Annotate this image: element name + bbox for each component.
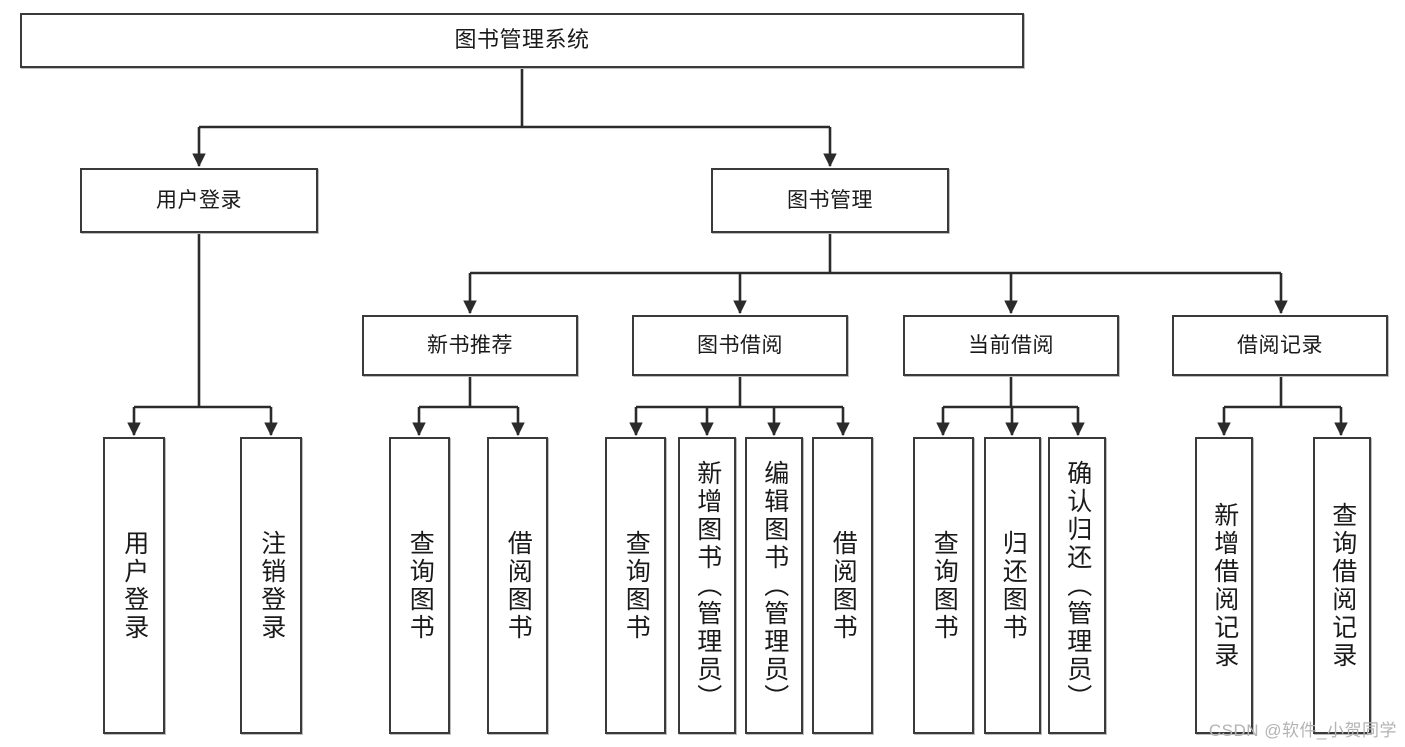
node-label: 借阅图书	[829, 529, 858, 642]
node-label: 借阅图书	[504, 529, 533, 642]
node-leaf-borrow-book-borrow[interactable]: 借阅图书	[812, 437, 873, 734]
node-new-book-recommend[interactable]: 新书推荐	[362, 315, 578, 376]
node-leaf-confirm-return-admin[interactable]: 确认归还（管理员）	[1048, 437, 1106, 734]
node-label: 用户登录	[120, 529, 149, 642]
node-label: 新增借阅记录	[1210, 501, 1239, 670]
node-leaf-edit-book-admin[interactable]: 编辑图书（管理员）	[745, 437, 803, 734]
node-leaf-logout-login[interactable]: 注销登录	[240, 437, 302, 734]
node-label: 注销登录	[257, 529, 286, 642]
node-leaf-query-book-borrow[interactable]: 查询图书	[605, 437, 666, 734]
node-label: 图书管理	[787, 188, 873, 212]
node-borrow-record[interactable]: 借阅记录	[1172, 315, 1388, 376]
node-label: 查询图书	[930, 529, 959, 642]
node-label: 新增图书（管理员）	[693, 459, 722, 712]
node-leaf-return-book[interactable]: 归还图书	[984, 437, 1041, 734]
node-leaf-user-login[interactable]: 用户登录	[103, 437, 165, 734]
node-label: 用户登录	[156, 188, 242, 212]
node-user-login[interactable]: 用户登录	[80, 168, 318, 233]
node-leaf-query-borrow-record[interactable]: 查询借阅记录	[1313, 437, 1371, 734]
node-label: 查询图书	[406, 529, 435, 642]
node-label: 图书借阅	[697, 333, 783, 357]
node-leaf-query-book-recommend[interactable]: 查询图书	[389, 437, 450, 734]
node-leaf-add-borrow-record[interactable]: 新增借阅记录	[1195, 437, 1253, 734]
node-current-borrow[interactable]: 当前借阅	[903, 315, 1119, 376]
node-label: 确认归还（管理员）	[1063, 459, 1092, 712]
node-label: 查询图书	[622, 529, 651, 642]
node-book-manage[interactable]: 图书管理	[711, 168, 949, 233]
node-leaf-query-book-current[interactable]: 查询图书	[913, 437, 974, 734]
node-label: 当前借阅	[968, 333, 1054, 357]
node-leaf-add-book-admin[interactable]: 新增图书（管理员）	[678, 437, 736, 734]
watermark-text: CSDN @软件_小贺同学	[1208, 721, 1397, 740]
node-label: 图书管理系统	[454, 27, 590, 53]
node-book-borrow[interactable]: 图书借阅	[632, 315, 848, 376]
node-leaf-borrow-book-recommend[interactable]: 借阅图书	[487, 437, 548, 734]
node-label: 归还图书	[999, 529, 1028, 642]
node-root-book-management-system[interactable]: 图书管理系统	[20, 13, 1024, 68]
node-label: 新书推荐	[427, 333, 513, 357]
node-label: 查询借阅记录	[1328, 501, 1357, 670]
node-label: 借阅记录	[1237, 333, 1323, 357]
node-label: 编辑图书（管理员）	[760, 459, 789, 712]
